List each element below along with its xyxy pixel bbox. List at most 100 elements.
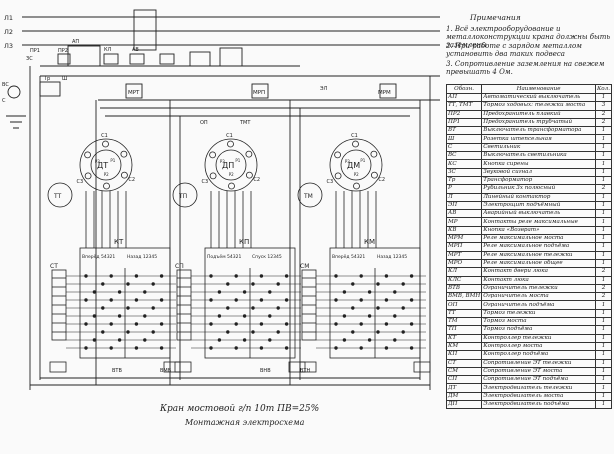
contact-dot	[126, 330, 130, 334]
terminal-lug	[334, 172, 342, 180]
spec-name: Электродвигатель подъёма	[481, 399, 596, 410]
contact-dot	[409, 274, 414, 278]
spec-qty: 2	[594, 283, 613, 294]
contact-dot	[251, 330, 255, 334]
spec-name: Контроллер тележки	[481, 333, 596, 343]
motor-label: ДП	[222, 161, 234, 170]
spec-code: СТ	[445, 358, 483, 368]
spec-code: ТТ	[445, 308, 483, 319]
contact-dot	[209, 298, 213, 302]
spec-code: КЛ	[445, 267, 483, 277]
terminal-lug	[84, 172, 92, 180]
apparatus-label: ЗС	[26, 56, 33, 62]
spec-code: СМ	[445, 366, 483, 377]
apparatus-label: ПР2	[58, 48, 68, 54]
notes-heading: Примечания	[470, 13, 521, 22]
spec-code: ЭП	[445, 200, 483, 211]
contact-dot	[159, 274, 164, 278]
contact-dot	[342, 314, 347, 318]
terminal-lug	[209, 151, 217, 159]
contact-dot	[151, 282, 155, 286]
motor-label: ДМ	[347, 161, 360, 170]
contact-dot	[101, 282, 105, 286]
contact-dot	[234, 346, 238, 350]
spec-qty: 1	[594, 350, 613, 360]
contact-dot	[401, 330, 405, 334]
spec-name: Тормоз тележки	[481, 308, 596, 319]
contact-dot	[351, 306, 355, 310]
contact-dot	[159, 298, 164, 302]
contact-dot	[384, 274, 389, 278]
contact-dot	[401, 282, 405, 286]
spec-name: Аварийный выключатель	[481, 209, 596, 219]
contact-dot	[284, 298, 289, 302]
apparatus-label: АП	[72, 39, 79, 45]
rotor-terminal-label: P3	[95, 159, 100, 164]
spec-qty: 2	[594, 117, 613, 128]
spec-qty: 1	[594, 258, 613, 269]
controller-direction-left: Вперёд 54321	[82, 254, 115, 260]
contact-dot	[376, 306, 380, 310]
resistor-label: СТ	[50, 263, 58, 270]
controller-direction-left: Подъём 54321	[207, 254, 241, 260]
spec-code: АВ	[445, 209, 483, 219]
spec-code: ТТ, ТМТ	[445, 101, 483, 111]
spec-code: Р	[445, 184, 483, 194]
contact-dot	[234, 298, 238, 302]
spec-qty: 1	[594, 142, 613, 153]
spec-qty: 1	[594, 167, 613, 177]
apparatus-label: ОП	[200, 120, 208, 126]
spec-qty: 3	[594, 101, 613, 111]
contact-dot	[126, 306, 130, 310]
spec-qty: 1	[594, 126, 613, 136]
spec-code: МРП	[445, 242, 483, 252]
contact-dot	[84, 322, 88, 326]
spec-qty: 1	[594, 341, 613, 352]
contact-dot	[393, 314, 397, 318]
contact-dot	[259, 274, 264, 278]
phase-label: Л2	[4, 28, 13, 36]
stator-terminal-label: C1	[351, 133, 358, 139]
spec-qty: 1	[594, 225, 613, 236]
contact-dot	[226, 282, 230, 286]
terminal-lug	[121, 171, 128, 179]
apparatus-label: АВ	[132, 47, 139, 53]
spec-code: Тр	[445, 175, 483, 186]
spec-qty: 1	[594, 375, 613, 385]
apparatus-label: ЭЛ	[320, 86, 327, 92]
spec-name: Контакты реле максимальные	[481, 217, 596, 227]
spec-code: Л	[445, 192, 483, 202]
spec-name: Линейный контактор	[481, 192, 596, 202]
apparatus-label: ПР1	[30, 48, 40, 54]
spec-qty: 1	[594, 234, 613, 244]
contact-dot	[234, 274, 238, 278]
stator-terminal-label: C3	[327, 179, 334, 185]
spec-qty: 1	[594, 192, 613, 202]
rotor-terminal-label: P3	[220, 159, 225, 164]
contact-dot	[159, 322, 164, 326]
contact-dot	[359, 274, 363, 278]
drive-module	[172, 138, 306, 373]
spec-qty: 1	[594, 175, 613, 186]
spec-name: Контроллер подъёма	[481, 350, 596, 360]
contact-dot	[126, 282, 130, 286]
limit-switch	[174, 361, 192, 373]
spec-code: МР	[445, 217, 483, 227]
contact-dot	[84, 298, 88, 302]
contact-dot	[384, 298, 389, 302]
contact-dot	[101, 306, 105, 310]
contact-dot	[151, 330, 155, 334]
brake-coil	[172, 182, 198, 208]
contact-dot	[226, 306, 230, 310]
